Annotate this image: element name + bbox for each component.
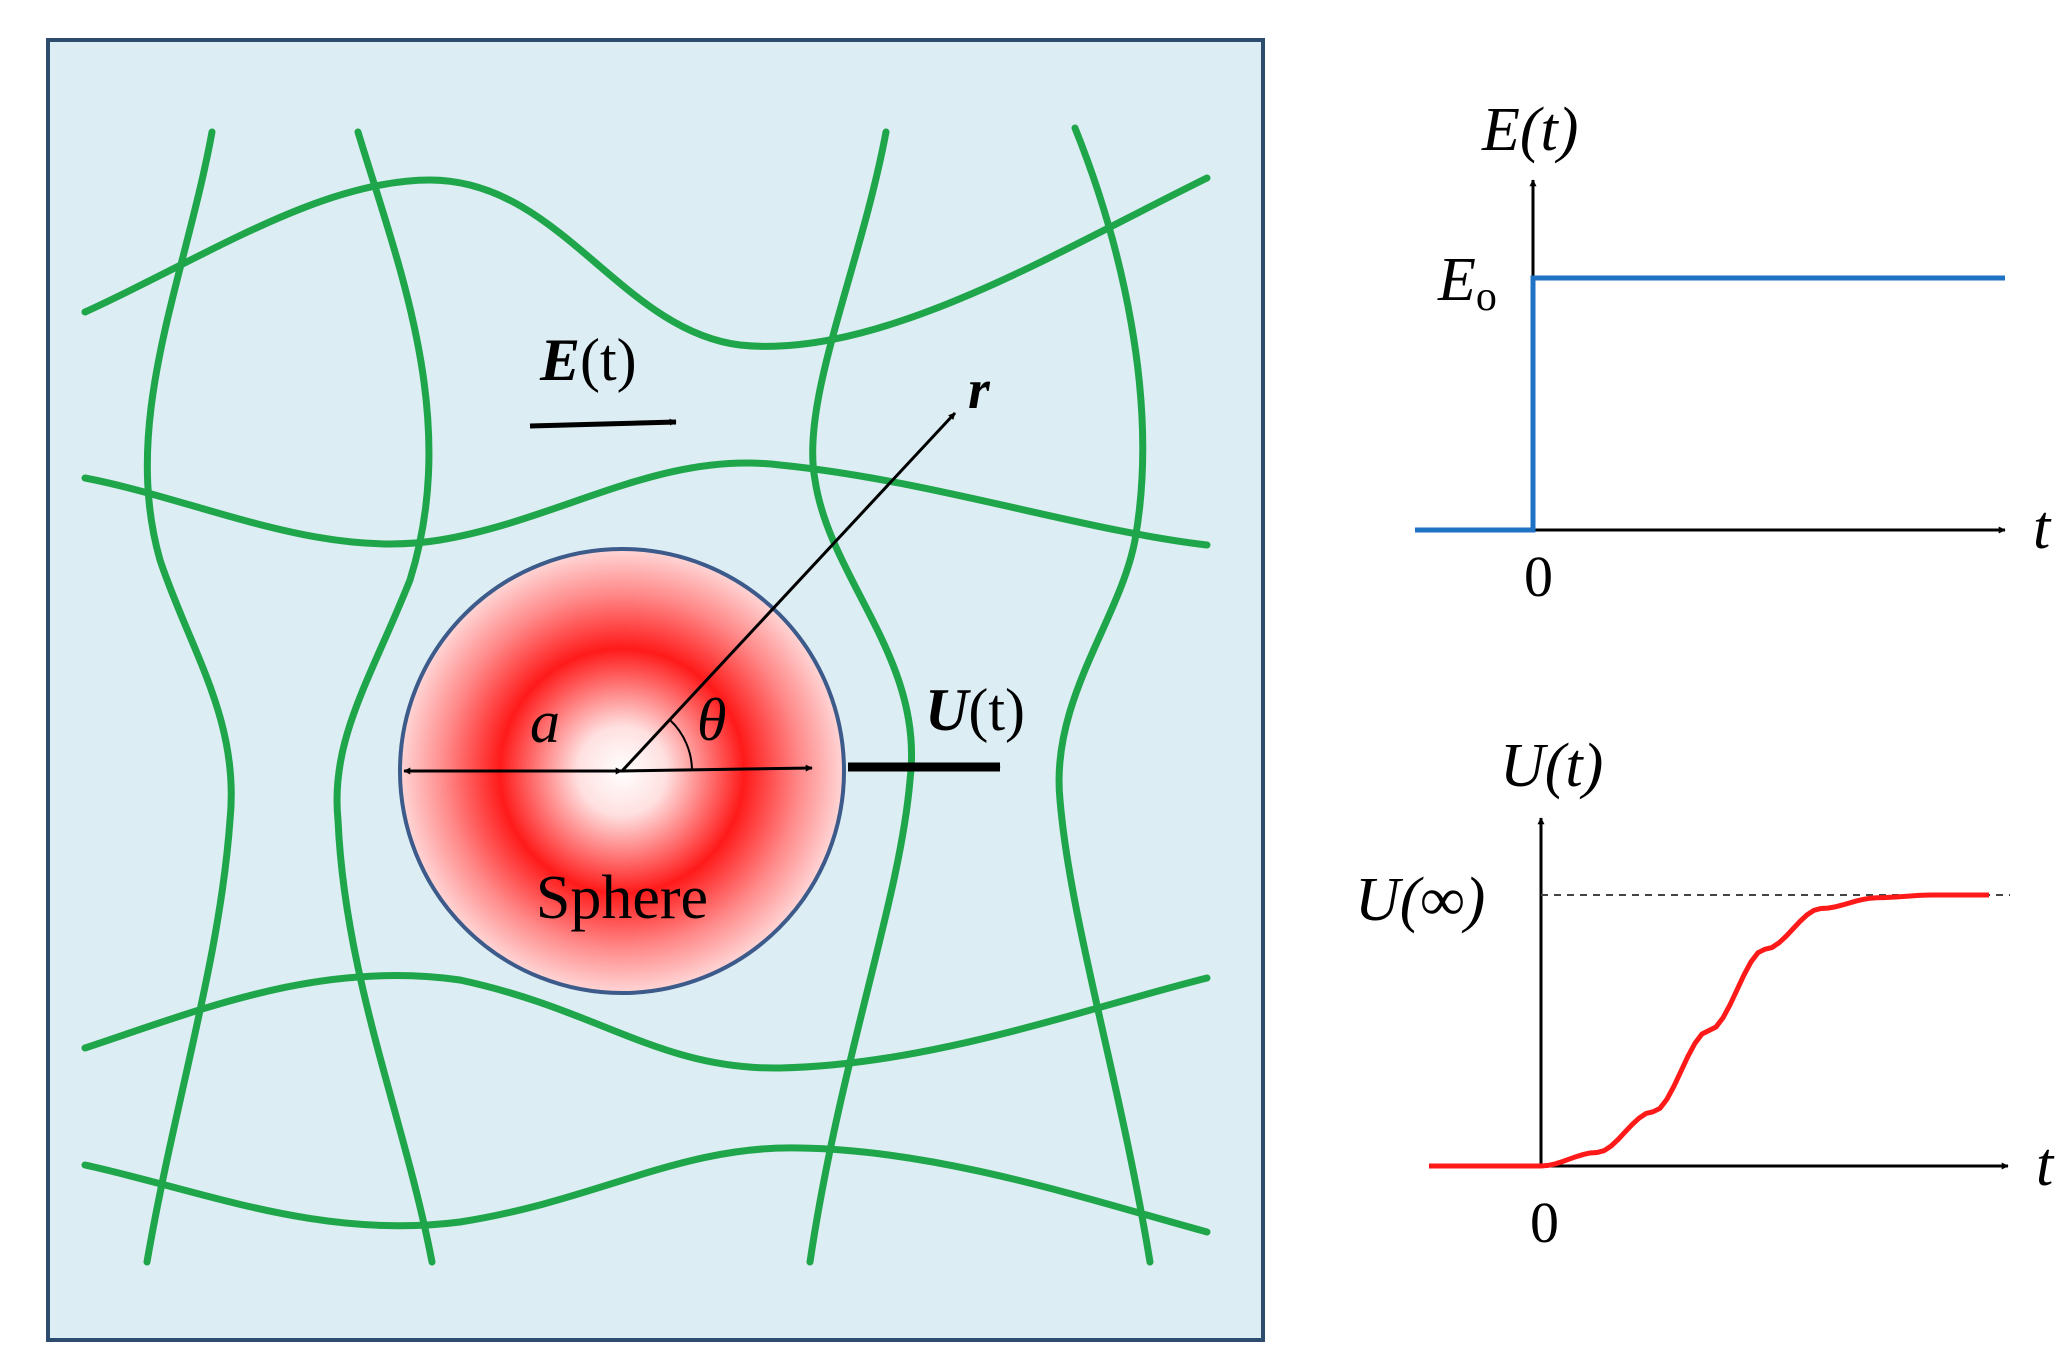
field-label: E(t) [539,327,637,393]
radial-label: r [968,359,991,421]
step-input-plot: E(t) Eo t 0 [1415,96,2052,609]
field-arrow: E(t) [529,327,677,429]
step-line [1415,275,2005,533]
bottom-x-label: t [2036,1131,2055,1199]
theta-label: θ [697,687,726,753]
sphere-label: Sphere [536,864,708,932]
top-y-label: E(t) [1481,96,1578,164]
theta-reference-line [621,764,813,773]
response-curve [1429,892,1989,1169]
velocity-label: U(t) [925,677,1025,743]
fiber-horizontal-1 [81,174,1211,350]
fiber-vertical-4 [1055,124,1154,1266]
fiber-vertical-1 [143,128,235,1266]
response-plot: U(t) U(∞) t 0 [1355,732,2055,1255]
asymptote-label: U(∞) [1355,866,1485,934]
top-level-label: Eo [1437,246,1497,320]
top-origin-label: 0 [1524,544,1553,609]
fiber-network [81,124,1211,1266]
radial-arrow [620,411,957,773]
fiber-horizontal-2 [81,459,1211,549]
fiber-horizontal-4 [81,1144,1211,1236]
theta-arc [669,719,694,772]
bottom-y-label: U(t) [1500,732,1603,800]
top-x-label: t [2033,494,2052,562]
fiber-vertical-3 [806,128,915,1266]
radius-label: a [530,689,560,755]
bottom-origin-label: 0 [1530,1190,1559,1255]
fiber-vertical-2 [333,128,436,1266]
fiber-horizontal-3 [81,971,1211,1072]
network-panel: E(t) Sphere a r θ U(t) [46,38,1265,1342]
